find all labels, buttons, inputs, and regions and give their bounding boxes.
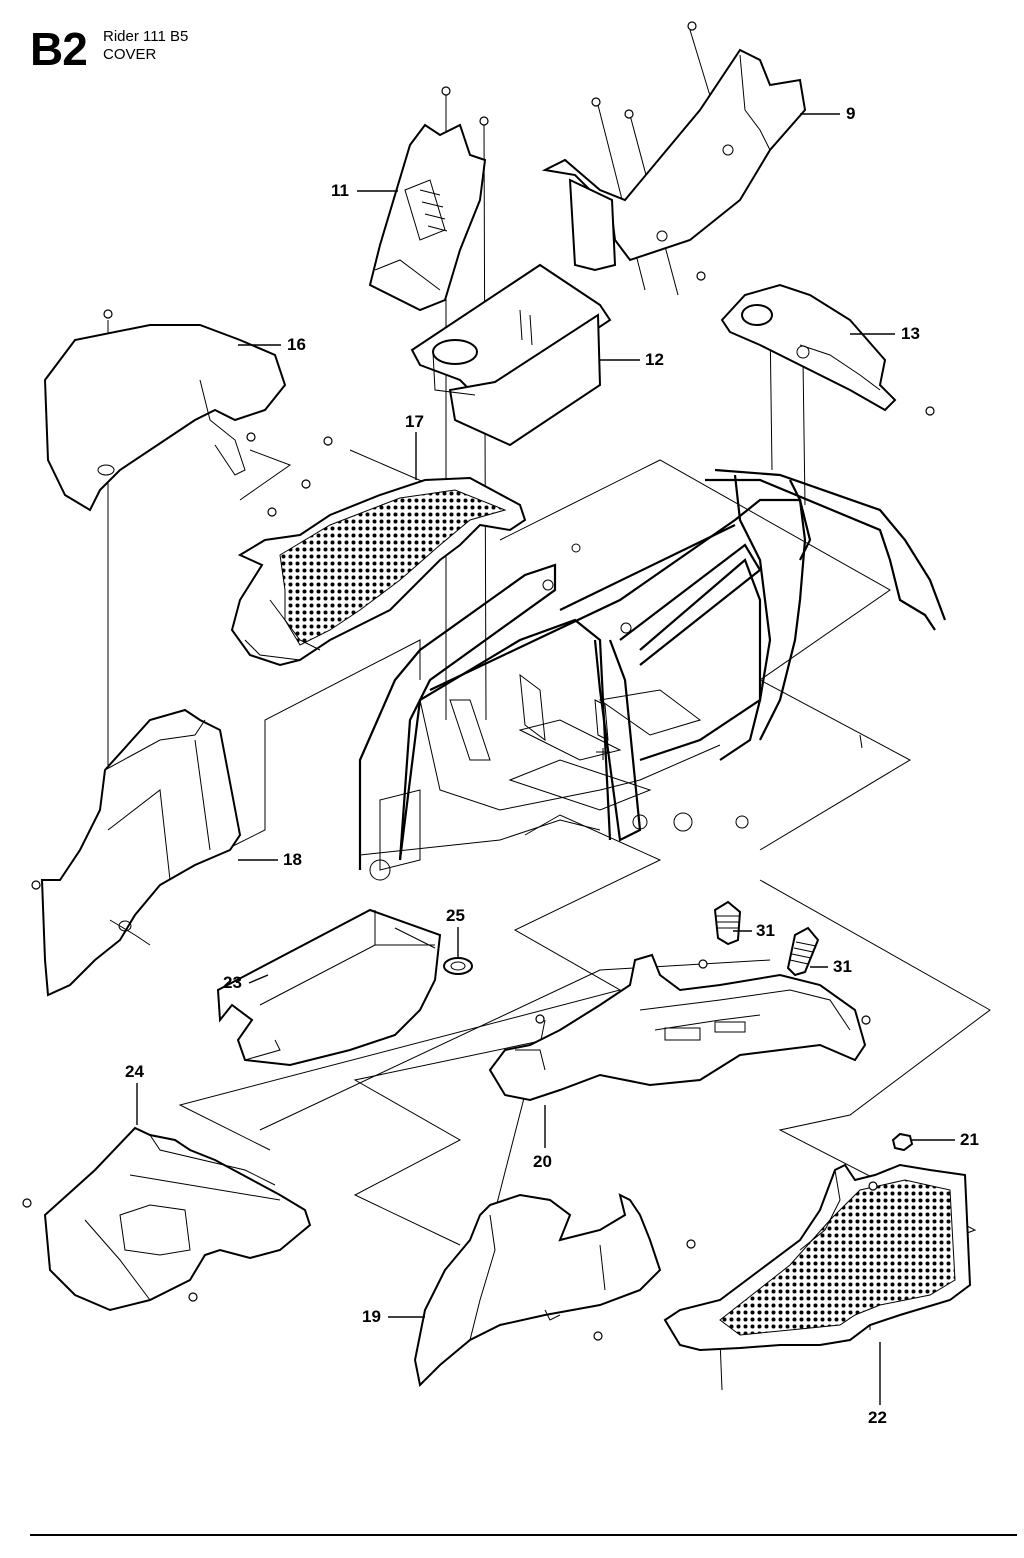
callout-24: 24 xyxy=(125,1062,144,1081)
callout-11: 11 xyxy=(331,181,349,200)
part-17-left-footboard xyxy=(230,476,527,667)
callout-22: 22 xyxy=(868,1408,887,1427)
callout-23: 23 xyxy=(223,973,242,992)
footer-rule xyxy=(30,1534,1017,1536)
callout-18: 18 xyxy=(283,850,302,869)
callout-25: 25 xyxy=(446,906,465,925)
part-13-console xyxy=(720,283,897,412)
section-code: B2 xyxy=(30,23,88,75)
part-31-knob-right xyxy=(786,926,820,977)
callout-16: 16 xyxy=(287,335,306,354)
callout-31-left: 31 xyxy=(756,921,775,940)
part-12-storage-tray xyxy=(410,263,612,447)
part-23-shield xyxy=(216,908,442,1067)
fastener-screws xyxy=(22,21,935,1341)
part-24-front-lower-cover xyxy=(43,1126,312,1312)
callout-17: 17 xyxy=(405,412,424,431)
callout-19: 19 xyxy=(362,1307,381,1326)
part-25-clip xyxy=(443,957,473,975)
model-name: Rider 111 B5 xyxy=(103,28,189,45)
part-16-left-fender xyxy=(43,324,287,512)
part-21-nut xyxy=(891,1132,914,1152)
part-22-right-footboard xyxy=(663,1163,972,1352)
part-11-front-cover xyxy=(368,123,487,312)
callout-31-right: 31 xyxy=(833,957,852,976)
callout-12: 12 xyxy=(645,350,664,369)
part-18-left-side-panel xyxy=(40,708,242,997)
callout-20: 20 xyxy=(533,1152,552,1171)
part-19-right-side-panel xyxy=(413,1193,662,1388)
chassis-frame xyxy=(358,468,947,881)
callout-leader-lines xyxy=(136,113,955,1405)
part-20-dashboard-cover xyxy=(488,953,867,1102)
callout-21: 21 xyxy=(960,1130,979,1149)
part-9-rear-cover xyxy=(541,48,807,272)
diagram-subtitle: COVER xyxy=(103,46,157,63)
callout-9: 9 xyxy=(846,104,856,123)
part-31-knob-left xyxy=(713,900,742,946)
callout-13: 13 xyxy=(901,324,920,343)
